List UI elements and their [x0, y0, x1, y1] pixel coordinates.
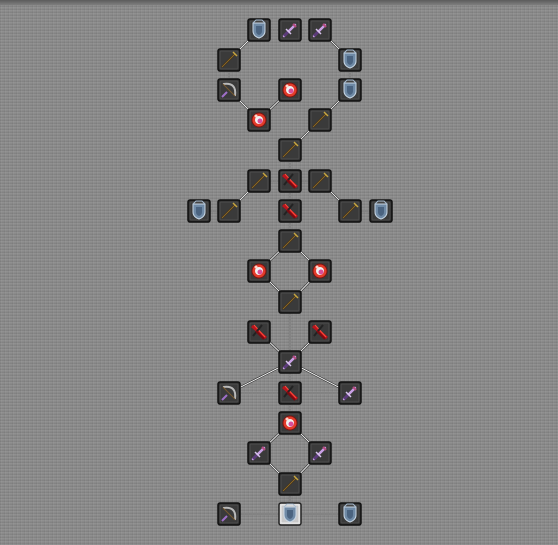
rune-icon — [282, 203, 298, 219]
shield-icon — [252, 19, 266, 39]
staff-icon — [221, 202, 238, 219]
skill-node[interactable] — [247, 259, 271, 283]
staff-icon — [282, 475, 299, 492]
skill-node[interactable] — [278, 472, 302, 496]
skill-connections — [199, 29, 381, 515]
skill-node[interactable] — [247, 18, 271, 42]
skill-node[interactable] — [278, 78, 302, 102]
sword-icon — [282, 23, 297, 38]
top-edge-strip — [0, 0, 558, 5]
skill-nodes — [187, 18, 393, 526]
skill-node[interactable] — [278, 199, 302, 223]
staff-icon — [312, 111, 329, 128]
skill-node[interactable] — [247, 441, 271, 465]
skill-node[interactable] — [308, 320, 332, 344]
rune-icon — [282, 385, 298, 401]
skill-node[interactable] — [338, 48, 362, 72]
skill-node[interactable] — [308, 169, 332, 193]
orb-icon — [251, 263, 267, 279]
staff-icon — [282, 141, 299, 158]
skill-node[interactable] — [217, 48, 241, 72]
rune-icon — [282, 173, 298, 189]
skill-node[interactable] — [278, 138, 302, 162]
skill-node[interactable] — [308, 108, 332, 132]
skill-node[interactable] — [247, 169, 271, 193]
sword-icon — [312, 23, 327, 38]
staff-icon — [342, 202, 359, 219]
sword-icon — [342, 386, 357, 401]
skill-node[interactable] — [338, 199, 362, 223]
sword-icon — [282, 355, 297, 370]
orb-icon — [282, 82, 298, 98]
skill-node[interactable] — [278, 169, 302, 193]
skill-node[interactable] — [338, 502, 362, 526]
skill-node[interactable] — [278, 18, 302, 42]
sword-icon — [251, 446, 266, 461]
sword-icon — [312, 446, 327, 461]
skill-node[interactable] — [338, 381, 362, 405]
skill-node[interactable] — [217, 199, 241, 223]
bow-icon — [221, 385, 237, 401]
staff-icon — [221, 51, 238, 68]
skill-node[interactable] — [278, 229, 302, 253]
orb-icon — [282, 415, 298, 431]
bow-icon — [221, 82, 237, 98]
skill-node[interactable] — [217, 78, 241, 102]
staff-icon — [282, 293, 299, 310]
skill-node[interactable] — [308, 441, 332, 465]
skill-node[interactable] — [308, 18, 332, 42]
shield-icon — [343, 503, 357, 523]
skill-node[interactable] — [338, 78, 362, 102]
staff-icon — [251, 172, 268, 189]
rune-icon — [251, 324, 267, 340]
skill-node[interactable] — [278, 381, 302, 405]
skill-node[interactable] — [278, 411, 302, 435]
skill-node[interactable] — [217, 502, 241, 526]
orb-icon — [251, 112, 267, 128]
rune-icon — [312, 324, 328, 340]
skill-node[interactable] — [308, 259, 332, 283]
bow-icon — [221, 506, 237, 522]
staff-icon — [312, 172, 329, 189]
shield-icon — [192, 200, 206, 220]
skill-node[interactable] — [369, 199, 393, 223]
shield-icon — [283, 503, 297, 523]
skill-node[interactable] — [278, 290, 302, 314]
orb-icon — [312, 263, 328, 279]
skill-node[interactable] — [217, 381, 241, 405]
shield-icon — [374, 200, 388, 220]
staff-icon — [282, 232, 299, 249]
skill-node[interactable] — [187, 199, 211, 223]
shield-icon — [343, 49, 357, 69]
skill-node-selected[interactable] — [278, 502, 302, 526]
skill-node[interactable] — [278, 350, 302, 374]
skill-node[interactable] — [247, 108, 271, 132]
shield-icon — [343, 79, 357, 99]
skill-node[interactable] — [247, 320, 271, 344]
